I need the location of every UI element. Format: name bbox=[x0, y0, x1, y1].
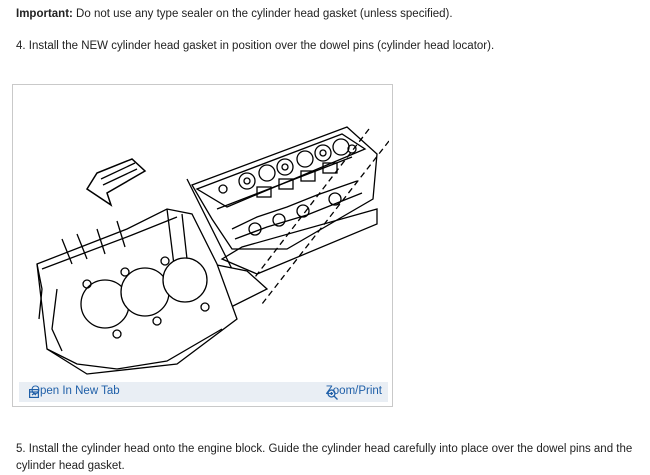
step-5-text: 5. Install the cylinder head onto the en… bbox=[16, 443, 633, 472]
open-in-new-tab-label: Open In New Tab bbox=[31, 385, 120, 397]
step-4-text: 4. Install the NEW cylinder head gasket … bbox=[16, 40, 495, 52]
dowel-guide-lines bbox=[241, 128, 389, 305]
engine-block bbox=[36, 208, 238, 375]
important-label: Important: bbox=[16, 8, 73, 20]
direction-arrow-icon bbox=[85, 158, 147, 207]
cylinder-head bbox=[191, 126, 378, 250]
figure-toolbar: Open In New Tab Zoom/Print bbox=[19, 382, 388, 402]
open-in-new-tab-link[interactable]: Open In New Tab bbox=[25, 385, 120, 398]
important-text: Do not use any type sealer on the cylind… bbox=[72, 8, 453, 20]
zoom-print-link[interactable]: Zoom/Print bbox=[323, 385, 382, 400]
engine-diagram-image bbox=[36, 126, 389, 375]
figure-container: Open In New Tab Zoom/Print bbox=[12, 84, 393, 407]
zoom-print-label: Zoom/Print bbox=[325, 385, 382, 397]
important-note: Important: Do not use any type sealer on… bbox=[16, 8, 453, 20]
